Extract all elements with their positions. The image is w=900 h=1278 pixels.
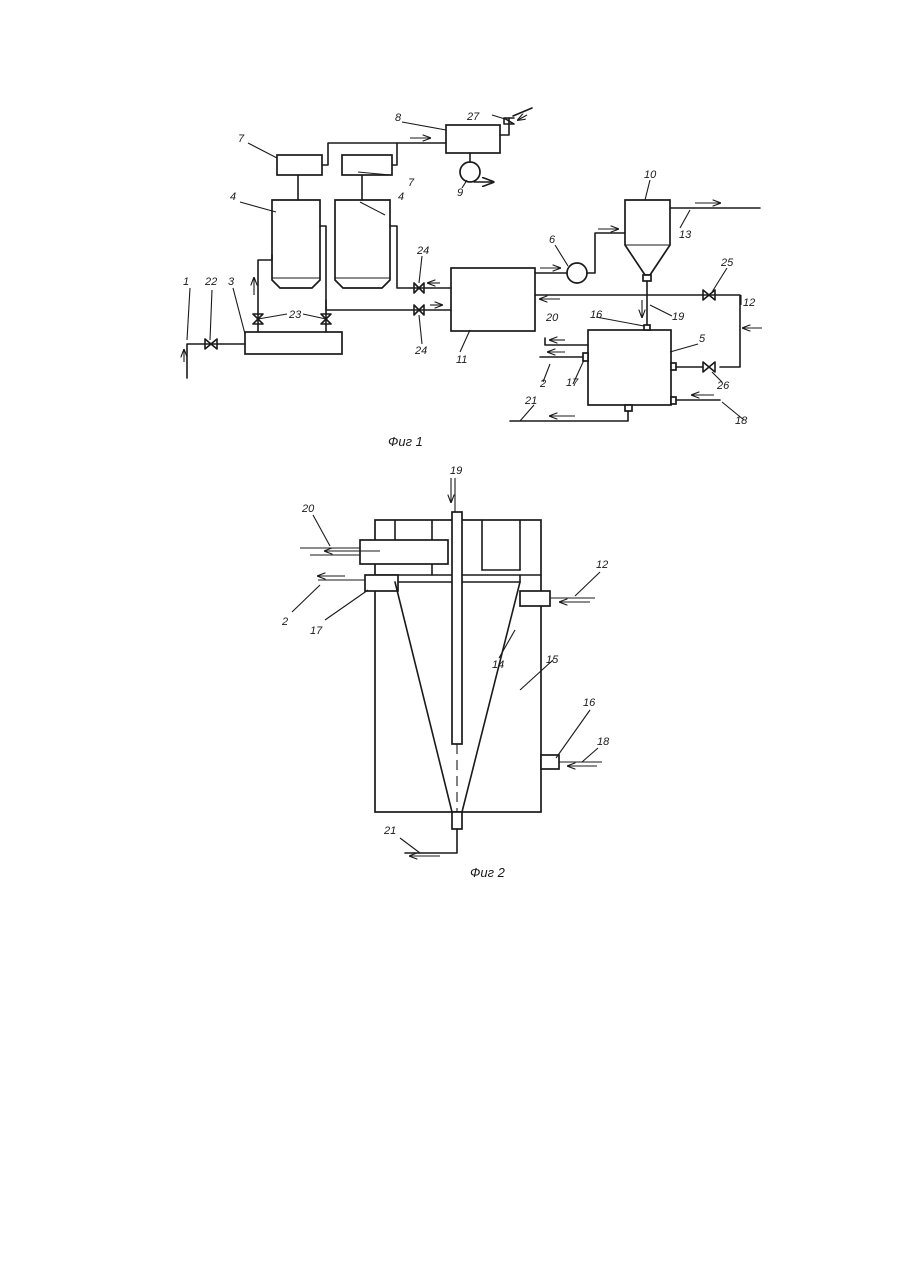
fig2-label-15: 15 [546,654,559,666]
cyclone-10 [625,200,670,275]
fig2-label-17: 17 [310,625,323,637]
fig1-label-19: 19 [672,311,684,323]
fig2-label-19: 19 [450,465,462,477]
pump-6 [567,263,587,283]
fig1-label-4-left: 4 [230,191,236,203]
fig2-label-14: 14 [492,659,504,671]
figure-2-caption: Фиг 2 [470,865,506,880]
fig1-label-3: 3 [228,276,235,288]
fig1-label-25: 25 [720,257,734,269]
fitting-16 [644,325,650,330]
fitting-21 [625,405,632,411]
fig1-label-21: 21 [524,395,537,407]
fig1-label-7-right: 7 [408,177,415,189]
block-7-right [342,155,392,175]
fig1-label-27: 27 [466,111,480,123]
figure-2: 19 20 2 17 12 14 15 16 18 21 Фиг 2 [281,465,610,880]
fig2-label-18: 18 [597,736,610,748]
fig1-label-26: 26 [716,380,730,392]
fig2-label-12: 12 [596,559,608,571]
fig1-label-24-bottom: 24 [414,345,427,357]
fig1-label-16: 16 [590,309,603,321]
fig1-label-18: 18 [735,415,748,427]
apparatus-5 [588,330,671,405]
fig2-label-20: 20 [301,503,315,515]
fig2-label-16: 16 [583,697,596,709]
block-3 [245,332,342,354]
fig2-label-2: 2 [281,616,288,628]
pipe-21-fig2 [405,829,457,853]
figure-1: 1 2 3 4 4 5 6 7 7 8 9 10 11 12 13 16 17 … [183,108,762,449]
nozzle-12 [520,591,550,606]
block-8 [446,125,500,153]
pipe-27-out [513,108,532,116]
fig1-label-20: 20 [545,312,559,324]
pipe-6-10 [587,233,625,273]
fig1-label-11: 11 [456,354,467,366]
fig1-label-5: 5 [699,333,706,345]
fig1-label-24-top: 24 [416,245,429,257]
fig1-label-7-left: 7 [238,133,245,145]
block-7-left [277,155,322,175]
fig1-label-6: 6 [549,234,556,246]
pipe-20 [545,338,588,345]
fig1-label-17: 17 [566,377,579,389]
fig1-label-4-right: 4 [398,191,404,203]
tank-4-left [272,200,320,288]
pump-9 [460,162,480,182]
flow-arrow-27 [518,115,527,120]
fig1-label-12: 12 [743,297,755,309]
valve-26 [703,362,715,372]
fig1-label-23: 23 [288,309,302,321]
fig2-label-21: 21 [383,825,396,837]
figure-1-caption: Фиг 1 [388,434,423,449]
nozzle-17 [365,575,398,591]
outlet-21 [452,812,462,829]
fitting-26 [671,363,676,370]
fig1-label-2: 2 [539,378,546,390]
fig1-label-1: 1 [183,276,189,288]
fig1-label-9: 9 [457,187,463,199]
fig1-label-13: 13 [679,229,692,241]
fig1-label-8: 8 [395,112,402,124]
nozzle-20 [360,540,448,564]
cyclone-10-outlet [643,275,651,281]
pipe-4-11-top [390,226,451,288]
fig1-label-22: 22 [204,276,217,288]
block-11 [451,268,535,331]
central-pipe-19 [452,512,462,744]
fitting-18 [671,397,676,404]
fig1-label-10: 10 [644,169,657,181]
